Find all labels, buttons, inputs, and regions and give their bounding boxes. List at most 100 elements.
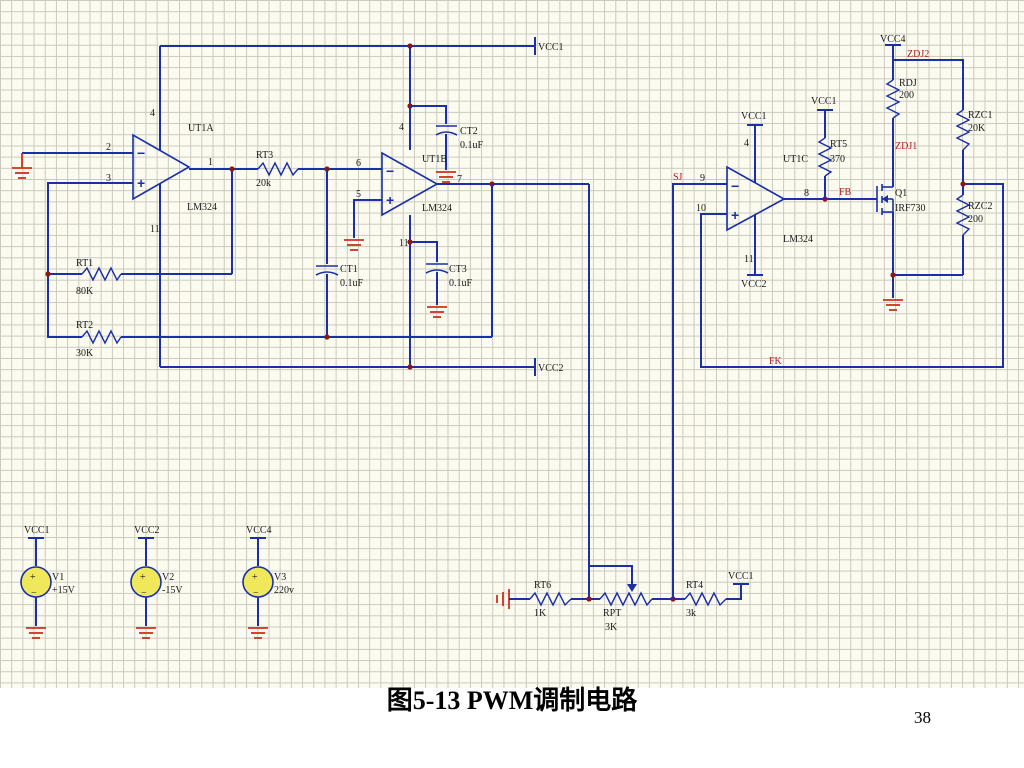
- rt1-label: RT1: [76, 258, 93, 269]
- ground-symbol-ut1b: [344, 239, 364, 251]
- rt5-value: 370: [830, 154, 845, 165]
- ut1b-minus-sign: −: [386, 163, 394, 179]
- rt6-value: 1K: [534, 608, 547, 619]
- ut1b-label: UT1B: [422, 154, 447, 165]
- pin-b6: 6: [356, 158, 361, 169]
- rzc1-value: 20K: [968, 123, 986, 134]
- rpt-value: 3K: [605, 622, 618, 633]
- ut1c-label: UT1C: [783, 154, 808, 165]
- q1-part: IRF730: [895, 203, 926, 214]
- rt3-label: RT3: [256, 150, 273, 161]
- net-zdj1: ZDJ1: [895, 141, 917, 152]
- ut1a-plus-sign: +: [137, 175, 145, 191]
- rt4-label: RT4: [686, 580, 703, 591]
- capacitor-ct1: [315, 265, 339, 276]
- rt2-label: RT2: [76, 320, 93, 331]
- net-vcc2-ut1c: VCC2: [741, 279, 767, 290]
- source-v2: + −: [130, 537, 162, 639]
- net-fb: FB: [839, 187, 852, 198]
- net-vcc1-rt5: VCC1: [811, 96, 837, 107]
- net-zdj2: ZDJ2: [907, 49, 929, 60]
- ground-symbol-ct2: [436, 171, 456, 183]
- svg-text:+: +: [252, 572, 258, 583]
- net-vcc1-top: VCC1: [538, 42, 564, 53]
- ut1b-plus-sign: +: [386, 192, 394, 208]
- net-vcc2-mid: VCC2: [538, 363, 564, 374]
- opamp-ut1a: − +: [132, 128, 191, 230]
- ut1a-label: UT1A: [188, 123, 214, 134]
- ut1a-part: LM324: [187, 202, 217, 213]
- ground-symbol-left: [12, 153, 32, 179]
- q1-label: Q1: [895, 188, 907, 199]
- rt3-value: 20k: [256, 178, 271, 189]
- figure-caption: 图5-13 PWM调制电路: [386, 686, 638, 715]
- net-fk: FK: [769, 356, 783, 367]
- source-v1: + −: [20, 537, 52, 639]
- rt4-value: 3k: [686, 608, 696, 619]
- ut1c-part: LM324: [783, 234, 813, 245]
- ct3-value: 0.1uF: [449, 278, 473, 289]
- rdj-value: 200: [899, 90, 914, 101]
- v3-label: V3: [274, 572, 286, 583]
- pin-a11: 11: [150, 224, 160, 235]
- ct1-value: 0.1uF: [340, 278, 364, 289]
- ct2-value: 0.1uF: [460, 140, 484, 151]
- capacitor-ct3: [425, 263, 449, 274]
- mosfet-q1: [876, 184, 894, 215]
- pin-c9: 9: [700, 173, 705, 184]
- net-sj: SJ: [673, 172, 683, 183]
- svg-text:−: −: [31, 588, 37, 599]
- ut1c-plus-sign: +: [731, 207, 739, 223]
- pin-b5: 5: [356, 189, 361, 200]
- ut1c-minus-sign: −: [731, 178, 739, 194]
- ut1b-part: LM324: [422, 203, 452, 214]
- pin-a4: 4: [150, 108, 155, 119]
- page-number: 38: [914, 708, 931, 727]
- ground-symbol-q1: [883, 299, 903, 311]
- rzc2-value: 200: [968, 214, 983, 225]
- svg-text:−: −: [141, 588, 147, 599]
- v2-net: VCC2: [134, 525, 160, 536]
- ct1-label: CT1: [340, 264, 358, 275]
- pin-c10: 10: [696, 203, 706, 214]
- svg-text:+: +: [140, 572, 146, 583]
- net-vcc1-ut1c: VCC1: [741, 111, 767, 122]
- ground-symbol-ct3: [427, 306, 447, 318]
- pin-a3: 3: [106, 173, 111, 184]
- pin-c8: 8: [804, 188, 809, 199]
- v3-net: VCC4: [246, 525, 272, 536]
- schematic-sheet: − + − +: [0, 0, 1024, 688]
- rt2-value: 30K: [76, 348, 94, 359]
- rdj-label: RDJ: [899, 78, 917, 89]
- ground-symbol-rt6: [496, 589, 510, 609]
- pin-b7: 7: [457, 174, 462, 185]
- pin-b11: 11: [399, 238, 409, 249]
- rzc1-label: RZC1: [968, 110, 992, 121]
- rpt-label: RPT: [603, 608, 621, 619]
- pin-a1: 1: [208, 157, 213, 168]
- ut1a-minus-sign: −: [137, 145, 145, 161]
- pin-a2: 2: [106, 142, 111, 153]
- power-rails: [159, 37, 536, 376]
- ct2-label: CT2: [460, 126, 478, 137]
- v1-label: V1: [52, 572, 64, 583]
- source-v3: + −: [242, 537, 274, 639]
- net-vcc1-rt4: VCC1: [728, 571, 754, 582]
- svg-text:+: +: [30, 572, 36, 583]
- net-vcc4: VCC4: [880, 34, 906, 45]
- pwm-circuit-schematic: − + − +: [12, 34, 1004, 639]
- rt6-label: RT6: [534, 580, 551, 591]
- v1-net: VCC1: [24, 525, 50, 536]
- rzc2-label: RZC2: [968, 201, 992, 212]
- v2-value: -15V: [162, 585, 183, 596]
- rt1-value: 80K: [76, 286, 94, 297]
- v1-value: +15V: [52, 585, 76, 596]
- pin-c4: 4: [744, 138, 749, 149]
- rt5-label: RT5: [830, 139, 847, 150]
- pin-b4: 4: [399, 122, 404, 133]
- opamp-ut1b: − +: [381, 151, 439, 217]
- pin-c11: 11: [744, 254, 754, 265]
- v3-value: 220v: [274, 585, 294, 596]
- v2-label: V2: [162, 572, 174, 583]
- capacitor-ct2: [435, 125, 458, 136]
